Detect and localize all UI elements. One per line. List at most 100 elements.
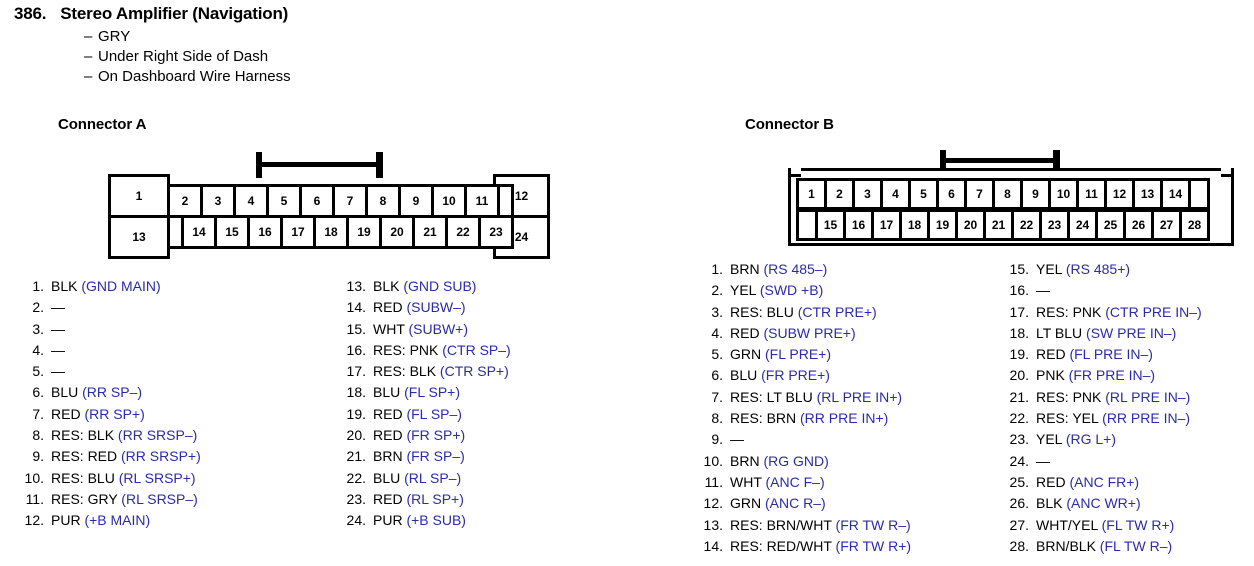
pin-cell-20[interactable]: 20 [955, 209, 986, 241]
pin-cell-14[interactable]: 14 [1160, 178, 1191, 210]
signal-name: (SUBW PRE+) [759, 324, 856, 341]
signal-name: (RS 485–) [759, 261, 828, 277]
pin-cell-5[interactable]: 5 [908, 178, 939, 210]
pin-cell-1[interactable]: 1 [796, 178, 827, 210]
wire-color-code: RES: BLK [373, 363, 437, 380]
header-note: –GRY [84, 27, 291, 47]
pin-cell-9[interactable]: 9 [398, 184, 434, 218]
pin-cell-7[interactable]: 7 [964, 178, 995, 210]
pin-number: 18 [907, 218, 922, 232]
pin-cell-12[interactable]: 12 [1104, 178, 1135, 210]
pin-cell-23[interactable]: 23 [478, 215, 514, 249]
wire-color-code: RES: BRN/WHT [730, 516, 832, 533]
pin-cell-2[interactable]: 2 [824, 178, 855, 210]
signal-name: (FL SP+) [400, 384, 461, 401]
pin-cell-3[interactable]: 3 [852, 178, 883, 210]
pin-number: 1 [135, 189, 143, 203]
pin-cell-20[interactable]: 20 [379, 215, 415, 249]
connector-b-diagram: 1 2 3 4 5 6 7 8 9 10 11 12 13 14 15 16 1… [788, 150, 1234, 246]
pin-cell-11[interactable]: 11 [464, 184, 500, 218]
pin-cell-16[interactable]: 16 [843, 209, 874, 241]
pin-list-item: 14.RED (SUBW–) [340, 297, 511, 318]
pin-list-index: 10. [24, 469, 44, 486]
pin-cell-1[interactable]: 1 [108, 174, 170, 218]
pin-list-text: RED (SUBW–) [373, 297, 466, 318]
pin-cell-22[interactable]: 22 [1011, 209, 1042, 241]
pin-list-index: 19. [346, 405, 366, 422]
pin-list-text: BLU (RL SP–) [373, 468, 461, 489]
connector-a-diagram: 1 13 12 24 2 3 4 5 6 7 8 9 10 11 [108, 152, 550, 259]
pin-cell-14[interactable]: 14 [181, 215, 217, 249]
pin-list-text: BLK (GND SUB) [373, 276, 476, 297]
pin-list-item: 23.RED (RL SP+) [340, 489, 511, 510]
pin-cell-15[interactable]: 15 [815, 209, 846, 241]
pin-list-index: 20. [1009, 367, 1029, 384]
pin-list-index: 17. [1009, 303, 1029, 320]
pin-number: 13 [1140, 187, 1155, 201]
pin-cell-18[interactable]: 18 [313, 215, 349, 249]
pin-cell-23[interactable]: 23 [1039, 209, 1070, 241]
pin-list-text: BLK (ANC WR+) [1036, 493, 1141, 514]
pin-list-text: RES: GRY (RL SRSP–) [51, 489, 198, 510]
pin-cell-27[interactable]: 27 [1151, 209, 1182, 241]
pin-list-index: 21. [346, 448, 366, 465]
pin-cell-18[interactable]: 18 [899, 209, 930, 241]
pin-cell-28[interactable]: 28 [1179, 209, 1210, 241]
pin-cell-16[interactable]: 16 [247, 215, 283, 249]
pin-cell-24[interactable]: 24 [1067, 209, 1098, 241]
pin-cell-22[interactable]: 22 [445, 215, 481, 249]
pin-list-item: 4.RED (SUBW PRE+) [697, 323, 911, 344]
pin-number: 6 [948, 187, 955, 201]
signal-name: (SUBW–) [402, 299, 466, 316]
pin-list-item: 10.BRN (RG GND) [697, 451, 911, 472]
pin-cell-4[interactable]: 4 [233, 184, 269, 218]
pin-cell-21[interactable]: 21 [983, 209, 1014, 241]
pin-number: 12 [514, 189, 529, 203]
wire-color-code: WHT [373, 320, 405, 337]
pin-cell-11[interactable]: 11 [1076, 178, 1107, 210]
pin-cell-13[interactable]: 13 [108, 215, 170, 259]
pin-cell-9[interactable]: 9 [1020, 178, 1051, 210]
connector-a-bottom-row: 14 15 16 17 18 19 20 21 22 23 [167, 215, 514, 249]
pin-cell-6[interactable]: 6 [299, 184, 335, 218]
signal-name: (CTR SP–) [438, 341, 511, 358]
pin-number: 14 [1168, 187, 1183, 201]
pin-cell-25[interactable]: 25 [1095, 209, 1126, 241]
pin-cell-10[interactable]: 10 [1048, 178, 1079, 210]
pin-cell-8[interactable]: 8 [365, 184, 401, 218]
pin-number: 8 [379, 194, 387, 208]
pin-cell-7[interactable]: 7 [332, 184, 368, 218]
pin-cell-4[interactable]: 4 [880, 178, 911, 210]
pin-cell-19[interactable]: 19 [346, 215, 382, 249]
pin-number: 7 [976, 187, 983, 201]
pin-cell-2[interactable]: 2 [167, 184, 203, 218]
pin-list-item: 21.BRN (FR SP–) [340, 446, 511, 467]
signal-name: (RR SP+) [80, 405, 145, 422]
pin-cell-10[interactable]: 10 [431, 184, 467, 218]
pin-cell-8[interactable]: 8 [992, 178, 1023, 210]
pin-cell-15[interactable]: 15 [214, 215, 250, 249]
pin-cell-21[interactable]: 21 [412, 215, 448, 249]
pin-list-item: 6.BLU (FR PRE+) [697, 365, 911, 386]
pin-cell-26[interactable]: 26 [1123, 209, 1154, 241]
pin-cell-17[interactable]: 17 [871, 209, 902, 241]
signal-name: (RR PRE IN+) [796, 410, 889, 427]
pin-list-item: 23.YEL (RG L+) [1003, 429, 1202, 450]
pin-list-item: 16.RES: PNK (CTR SP–) [340, 340, 511, 361]
pin-number: 3 [214, 194, 222, 208]
pin-number: 14 [192, 225, 206, 239]
pin-list-index: 15. [346, 320, 366, 337]
pin-cell-13[interactable]: 13 [1132, 178, 1163, 210]
pin-cell-19[interactable]: 19 [927, 209, 958, 241]
pin-list-item: 22.BLU (RL SP–) [340, 468, 511, 489]
pin-cell-17[interactable]: 17 [280, 215, 316, 249]
pin-cell-6[interactable]: 6 [936, 178, 967, 210]
pin-cell-3[interactable]: 3 [200, 184, 236, 218]
pin-list-text: BLU (FL SP+) [373, 382, 460, 403]
pin-list-item: 2.— [18, 297, 201, 318]
pin-number: 19 [357, 225, 371, 239]
pin-list-text: WHT (ANC F–) [730, 472, 825, 493]
wire-color-code: RED [373, 405, 403, 422]
pin-cell-5[interactable]: 5 [266, 184, 302, 218]
pin-list-item: 10.RES: BLU (RL SRSP+) [18, 468, 201, 489]
